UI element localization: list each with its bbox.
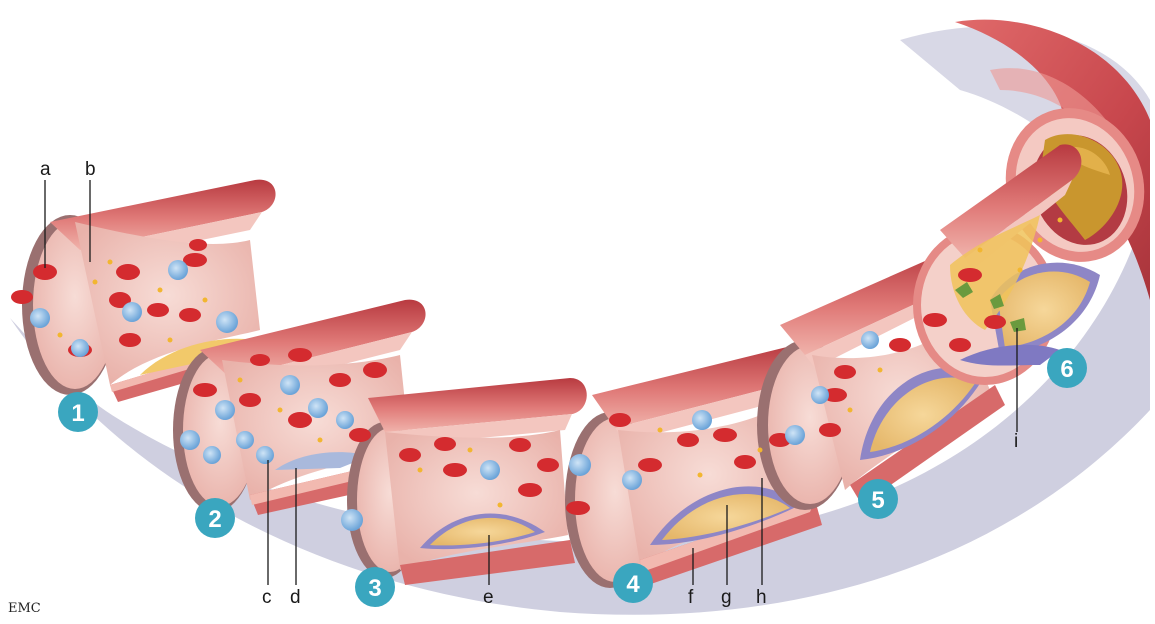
svg-text:5: 5	[871, 487, 884, 514]
label-f: f	[688, 587, 694, 608]
step-badge-1: 1	[58, 392, 98, 432]
svg-text:6: 6	[1060, 356, 1073, 383]
step-badge-6: 6	[1047, 348, 1087, 388]
credit-mark: EMC	[8, 601, 41, 616]
label-i: i	[1014, 431, 1018, 452]
label-e: e	[483, 587, 494, 608]
svg-text:4: 4	[626, 571, 640, 598]
label-d: d	[290, 587, 301, 608]
label-c: c	[262, 587, 272, 608]
step-badge-4: 4	[613, 563, 653, 603]
step-badge-5: 5	[858, 479, 898, 519]
label-b: b	[85, 159, 96, 180]
svg-text:3: 3	[368, 575, 381, 602]
step-badge-3: 3	[355, 567, 395, 607]
svg-text:1: 1	[71, 400, 84, 427]
label-h: h	[756, 587, 767, 608]
svg-text:2: 2	[208, 506, 221, 533]
label-a: a	[40, 159, 51, 180]
step-badge-2: 2	[195, 498, 235, 538]
label-g: g	[721, 587, 732, 608]
